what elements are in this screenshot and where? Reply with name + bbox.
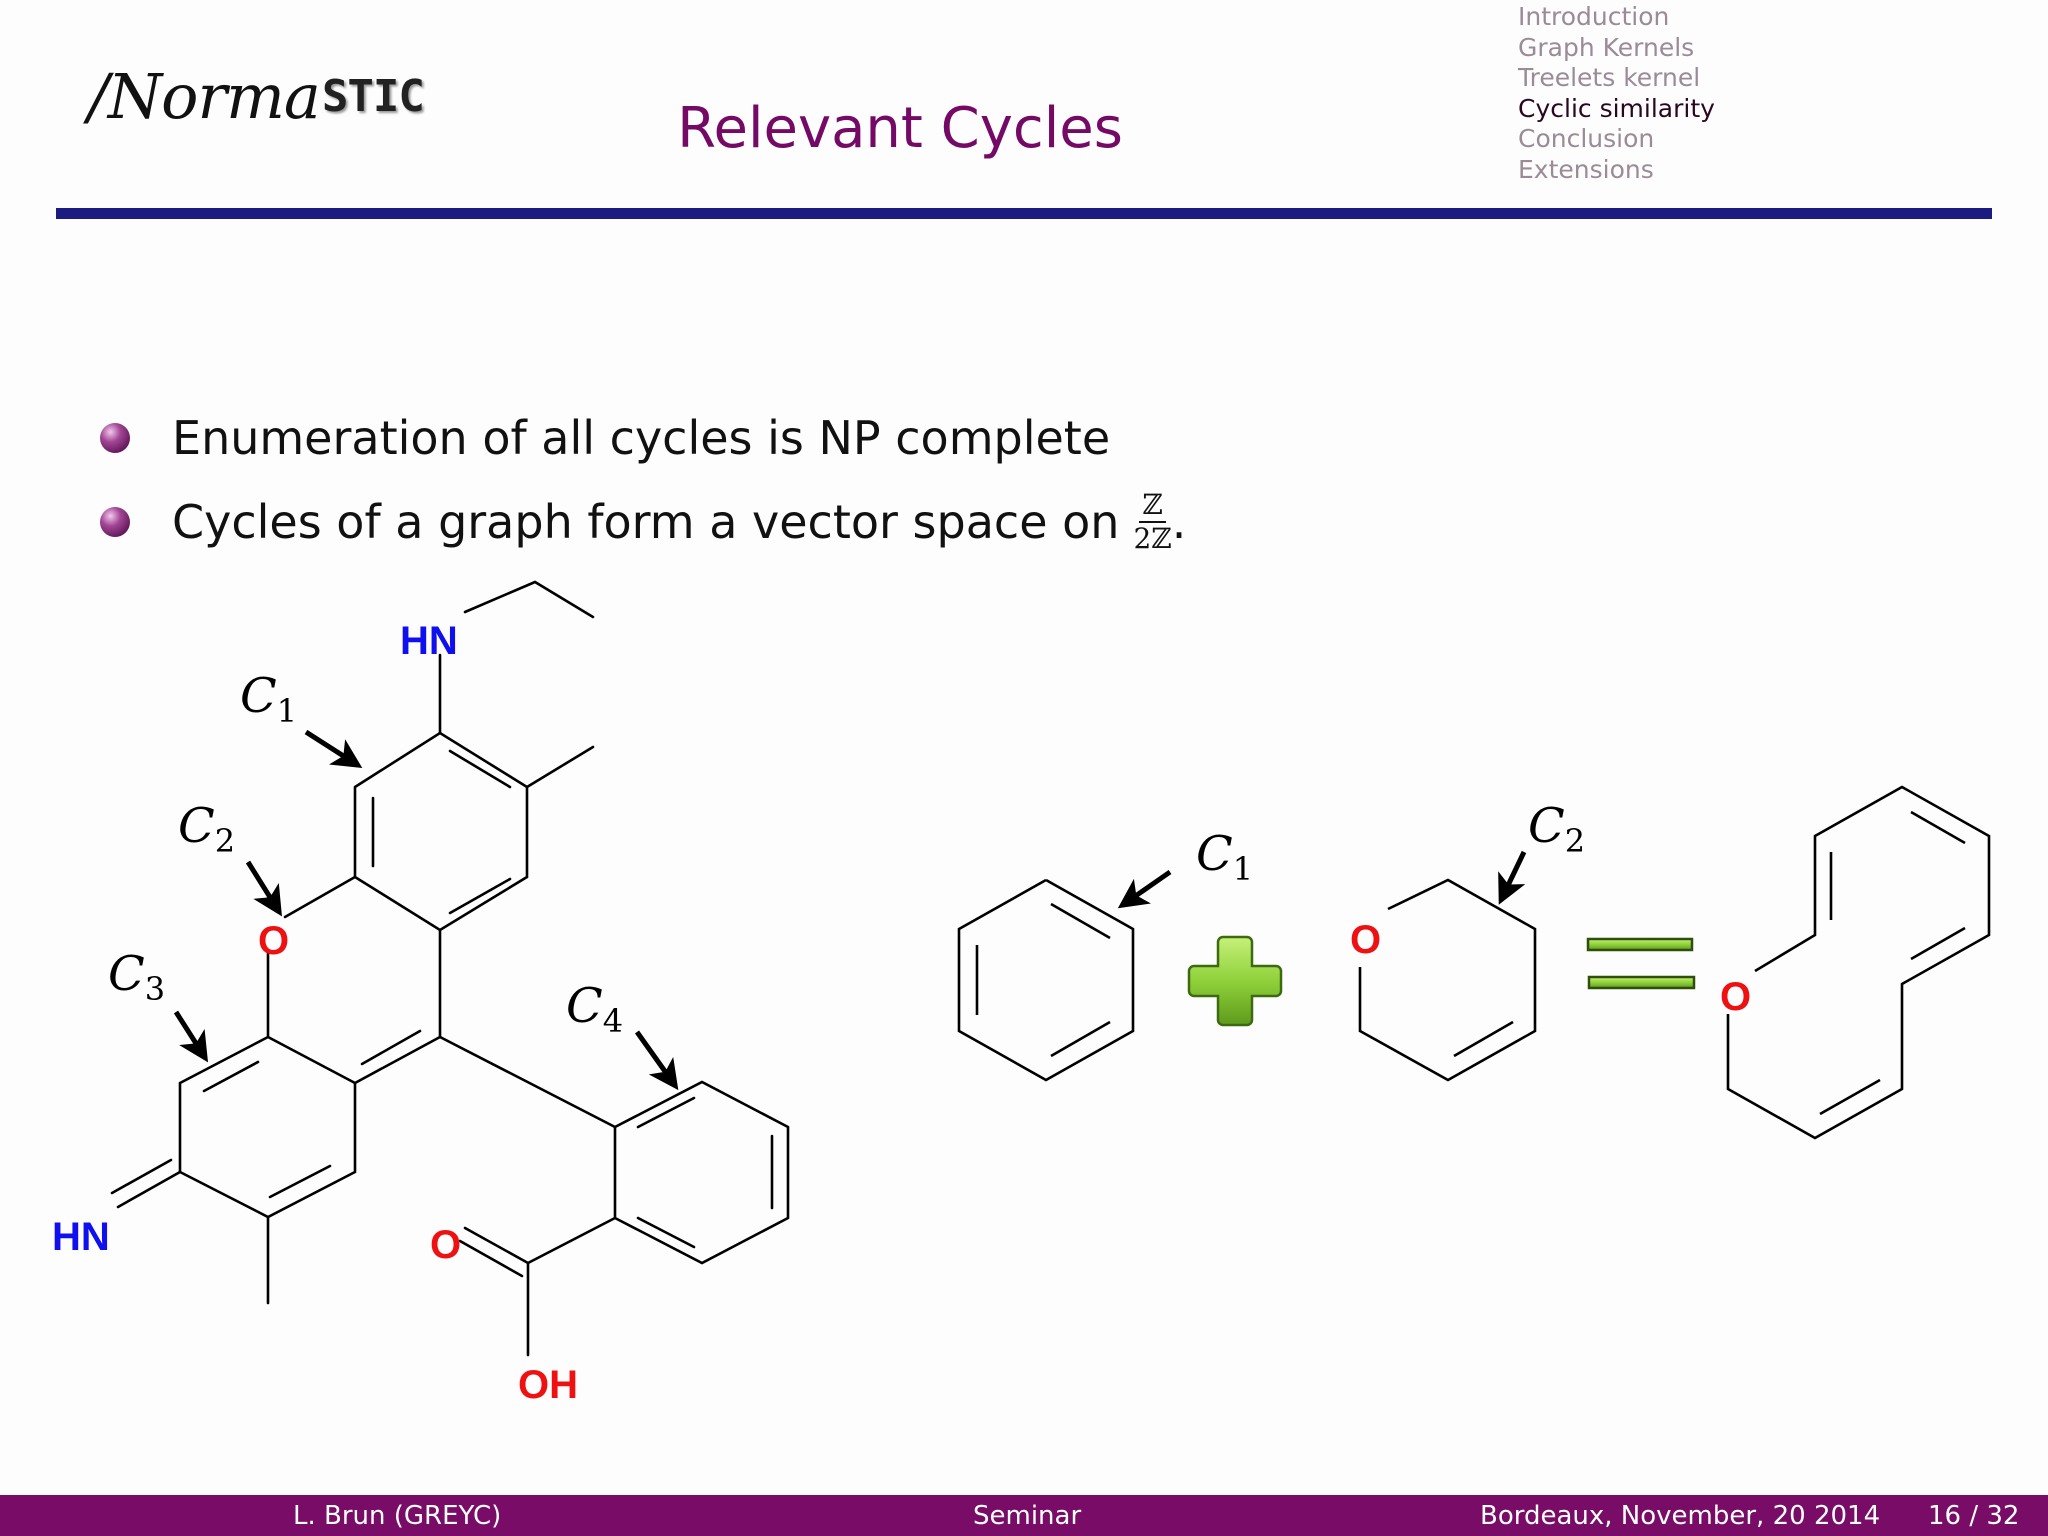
o-carbonyl-label: O [430, 1223, 461, 1267]
toc-graph-kernels[interactable]: Graph Kernels [1518, 32, 1695, 62]
equation-arrow-icons [1117, 850, 1527, 909]
bullet-item: Cycles of a graph form a vector space on… [100, 480, 1186, 564]
eq-c2-label: C2 [1528, 798, 1585, 860]
logo-block: STIC [321, 71, 425, 122]
normastic-logo: /Norma STIC [88, 48, 425, 133]
equals-icon [1586, 937, 1696, 990]
footer-page-number[interactable]: 16 / 32 [1928, 1501, 2020, 1531]
o-ring-c2-label: O [1350, 918, 1381, 962]
toc-treelets-kernel[interactable]: Treelets kernel [1518, 63, 1701, 92]
c3-label: C3 [108, 946, 165, 1008]
oh-label: OH [518, 1363, 578, 1407]
molecule-structure [110, 580, 790, 1357]
o-result-label: O [1720, 975, 1751, 1019]
hn-left-label: HN [52, 1215, 110, 1259]
toc-conclusion[interactable]: Conclusion [1518, 124, 1655, 153]
bullet-item: Enumeration of all cycles is NP complete [100, 396, 1186, 480]
section-navigation: Introduction Graph Kernels Treelets kern… [1518, 2, 1715, 185]
cycle-labels: C1 C2 C3 C4 [108, 668, 623, 1040]
result-cycle [1726, 785, 1991, 1140]
toc-extensions[interactable]: Extensions [1518, 154, 1654, 184]
c1-label: C1 [240, 668, 297, 730]
footer-author: L. Brun (GREYC) [293, 1501, 502, 1531]
o-ring-label: O [258, 919, 289, 963]
slide-title: Relevant Cycles [677, 96, 1123, 161]
c2-label: C2 [178, 798, 235, 860]
hn-top-label: HN [400, 619, 458, 663]
atom-labels: HN HN O O OH [52, 619, 578, 1407]
footer-place-date: Bordeaux, November, 20 2014 [1480, 1501, 1881, 1531]
c4-label: C4 [566, 978, 623, 1040]
pyran-ring-c2 [1358, 878, 1537, 1082]
footer-event: Seminar [973, 1501, 1082, 1531]
bullet-list: Enumeration of all cycles is NP complete… [100, 396, 1186, 564]
toc-cyclic-similarity[interactable]: Cyclic similarity [1518, 93, 1715, 123]
benzene-ring-c1 [957, 878, 1135, 1082]
bullet-text: Enumeration of all cycles is NP complete [172, 411, 1111, 465]
footer-bar: L. Brun (GREYC) Seminar Bordeaux, Novemb… [0, 1495, 2048, 1536]
equation-oxygen-labels: O O [1350, 918, 1751, 1019]
header-divider [56, 208, 1992, 219]
logo-script: /Norma [88, 60, 321, 133]
plus-icon [1187, 935, 1283, 1027]
z-2z-fraction: ℤ 2ℤ [1133, 488, 1172, 555]
eq-c1-label: C1 [1196, 826, 1253, 888]
bullet-ball-icon [100, 423, 130, 453]
bullet-ball-icon [100, 507, 130, 537]
bullet-text: Cycles of a graph form a vector space on [172, 495, 1120, 549]
toc-introduction[interactable]: Introduction [1518, 2, 1670, 31]
arrow-icons [173, 729, 679, 1091]
